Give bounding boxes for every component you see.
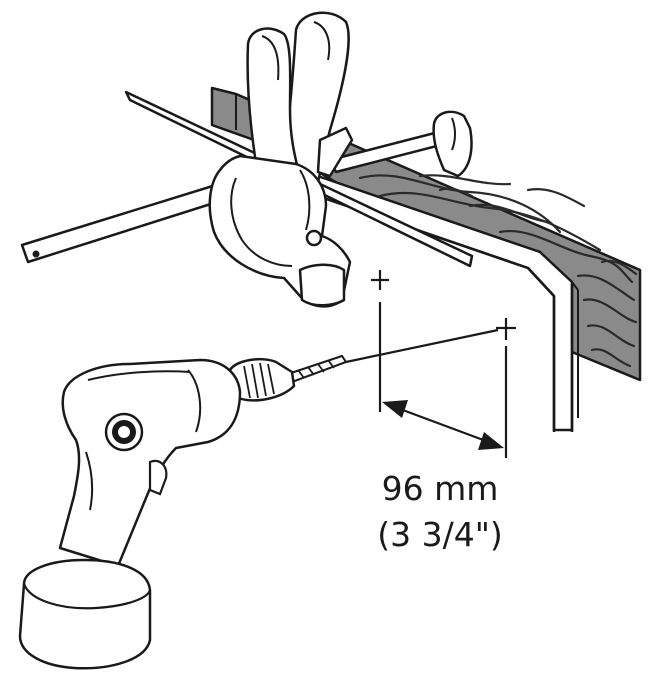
- dimension-line: [391, 404, 495, 446]
- wood-grain: [358, 174, 638, 368]
- drill-battery: [18, 558, 152, 670]
- dimension-imperial-label: (3 3/4"): [377, 515, 503, 554]
- arrow-right: [478, 432, 504, 450]
- clamp-handle: [208, 11, 354, 308]
- arrow-left: [382, 400, 408, 418]
- drill-bit: [286, 354, 348, 384]
- cordless-drill: [18, 354, 348, 670]
- dimension-arrows: [382, 400, 504, 450]
- drill-chuck: [228, 358, 296, 402]
- chuck-grip: [243, 362, 275, 399]
- drill-bit-flutes: [297, 359, 335, 379]
- drill-trigger: [148, 459, 168, 496]
- dimension-lines: [345, 302, 508, 458]
- dimension-metric-label: 96 mm: [382, 469, 499, 508]
- rear-clamp-jaw: [432, 110, 473, 178]
- drill-axis-line: [345, 328, 499, 364]
- drill-marks: [371, 270, 516, 340]
